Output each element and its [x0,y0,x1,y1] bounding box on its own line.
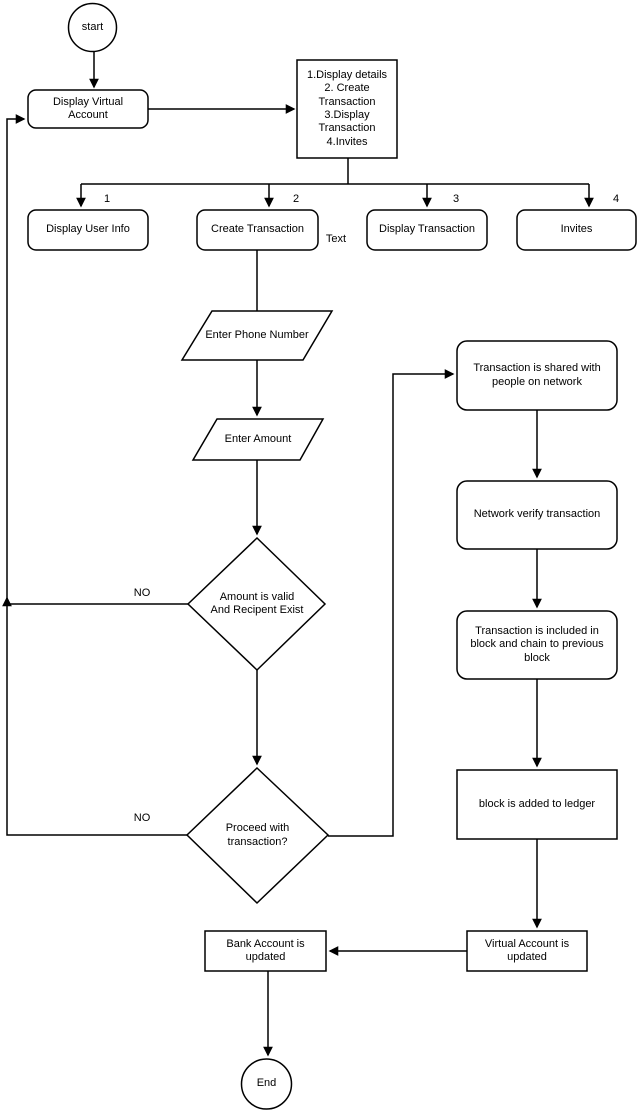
display-user-info-shape [27,209,149,251]
edge-menu-branch-line [81,158,589,185]
edge-no-proceed-loop [2,596,187,836]
menu-box-shape [296,59,398,159]
proceed-decision-shape [185,766,330,905]
node-shapes [27,2,637,1110]
amount-valid-decision-shape [186,536,327,672]
invites-shape [516,209,637,251]
block-added-shape [456,769,618,840]
virtual-account-updated-shape [466,930,588,972]
edge-no-amount-valid-loop [6,114,188,605]
transaction-shared-shape [456,340,618,411]
create-transaction-shape [196,209,319,251]
network-verify-shape [456,480,618,550]
enter-amount-shape [191,418,325,461]
edges [2,52,594,1057]
display-virtual-account-shape [27,89,149,129]
end-terminator-shape [240,1058,293,1110]
start-terminator-shape [67,2,118,53]
transaction-included-shape [456,610,618,680]
bank-account-updated-shape [204,930,327,972]
display-transaction-shape [366,209,488,251]
edge-proceed-to-transaction-shared [328,369,455,837]
enter-phone-number-shape [180,310,334,361]
